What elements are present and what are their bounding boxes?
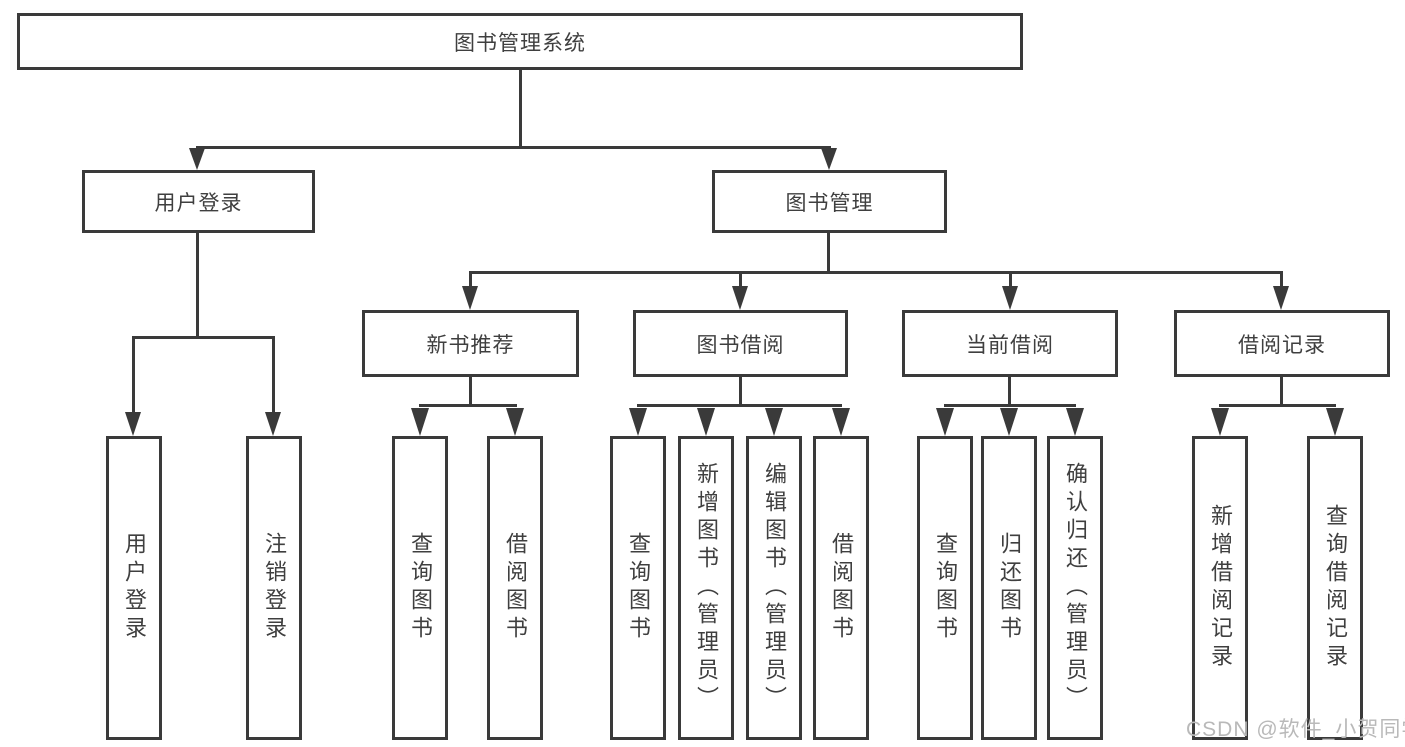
leaf-query-books-recommend: 查询图书 [392,436,448,740]
connector-line [1280,377,1283,407]
connector-line [827,233,830,274]
leaf-borrow-books: 借阅图书 [813,436,869,740]
connector-line [196,146,831,149]
leaf-query-books-current: 查询图书 [917,436,973,740]
leaf-query-books-borrow-label: 查询图书 [626,532,651,644]
node-user-login: 用户登录 [82,170,315,233]
leaf-user-login-label: 用户登录 [122,532,147,644]
leaf-user-login: 用户登录 [106,436,162,740]
node-borrow-records: 借阅记录 [1174,310,1390,377]
arrow-down-icon [189,148,205,170]
node-user-login-label: 用户登录 [154,191,243,215]
node-borrow-records-label: 借阅记录 [1238,333,1326,357]
leaf-add-book-admin: 新增图书（管理员） [678,436,734,740]
node-book-borrow-label: 图书借阅 [696,333,785,357]
leaf-return-book-label: 归还图书 [997,532,1022,644]
node-book-management-label: 图书管理 [785,191,874,215]
arrow-down-icon [765,408,783,436]
connector-line [272,336,275,412]
connector-line [519,70,522,147]
leaf-borrow-books-label: 借阅图书 [829,532,854,644]
arrow-down-icon [821,148,837,170]
leaf-logout: 注销登录 [246,436,302,740]
node-new-book-recommend-label: 新书推荐 [426,333,515,357]
connector-line [196,233,199,339]
arrow-down-icon [732,286,748,310]
leaf-return-book: 归还图书 [981,436,1037,740]
arrow-down-icon [265,412,281,436]
node-current-borrow: 当前借阅 [902,310,1118,377]
arrow-down-icon [1000,408,1018,436]
connector-line [944,404,1076,407]
connector-line [1219,404,1336,407]
arrow-down-icon [629,408,647,436]
arrow-down-icon [506,408,524,436]
connector-line [1008,377,1011,407]
connector-line [469,271,1283,274]
leaf-add-borrow-record-label: 新增借阅记录 [1208,504,1233,672]
connector-line [469,377,472,407]
leaf-edit-book-admin: 编辑图书（管理员） [746,436,802,740]
node-root-label: 图书管理系统 [454,31,586,55]
leaf-query-books-borrow: 查询图书 [610,436,666,740]
arrow-down-icon [1066,408,1084,436]
node-book-management: 图书管理 [712,170,947,233]
arrow-down-icon [125,412,141,436]
leaf-add-borrow-record: 新增借阅记录 [1192,436,1248,740]
node-root-system: 图书管理系统 [17,13,1023,70]
connector-line [739,271,742,288]
node-new-book-recommend: 新书推荐 [362,310,579,377]
leaf-query-books-current-label: 查询图书 [933,532,958,644]
connector-line [469,271,472,288]
arrow-down-icon [1273,286,1289,310]
connector-line [739,377,742,407]
csdn-watermark: CSDN @软件_小贺同学 [1186,718,1405,741]
arrow-down-icon [411,408,429,436]
connector-line [419,404,517,407]
connector-line [637,404,842,407]
arrow-down-icon [1002,286,1018,310]
connector-line [132,336,135,412]
leaf-confirm-return-admin: 确认归还（管理员） [1047,436,1103,740]
arrow-down-icon [1211,408,1229,436]
leaf-query-books-recommend-label: 查询图书 [408,532,433,644]
arrow-down-icon [462,286,478,310]
connector-line [1009,271,1012,288]
leaf-query-borrow-record-label: 查询借阅记录 [1323,504,1348,672]
leaf-confirm-return-admin-label: 确认归还（管理员） [1063,462,1088,714]
leaf-borrow-books-recommend-label: 借阅图书 [503,532,528,644]
leaf-edit-book-admin-label: 编辑图书（管理员） [762,462,787,714]
connector-line [1280,271,1283,288]
node-current-borrow-label: 当前借阅 [966,333,1054,357]
leaf-logout-label: 注销登录 [262,532,287,644]
leaf-add-book-admin-label: 新增图书（管理员） [694,462,719,714]
connector-line [132,336,275,339]
leaf-borrow-books-recommend: 借阅图书 [487,436,543,740]
leaf-query-borrow-record: 查询借阅记录 [1307,436,1363,740]
arrow-down-icon [936,408,954,436]
arrow-down-icon [697,408,715,436]
node-book-borrow: 图书借阅 [633,310,848,377]
arrow-down-icon [832,408,850,436]
arrow-down-icon [1326,408,1344,436]
